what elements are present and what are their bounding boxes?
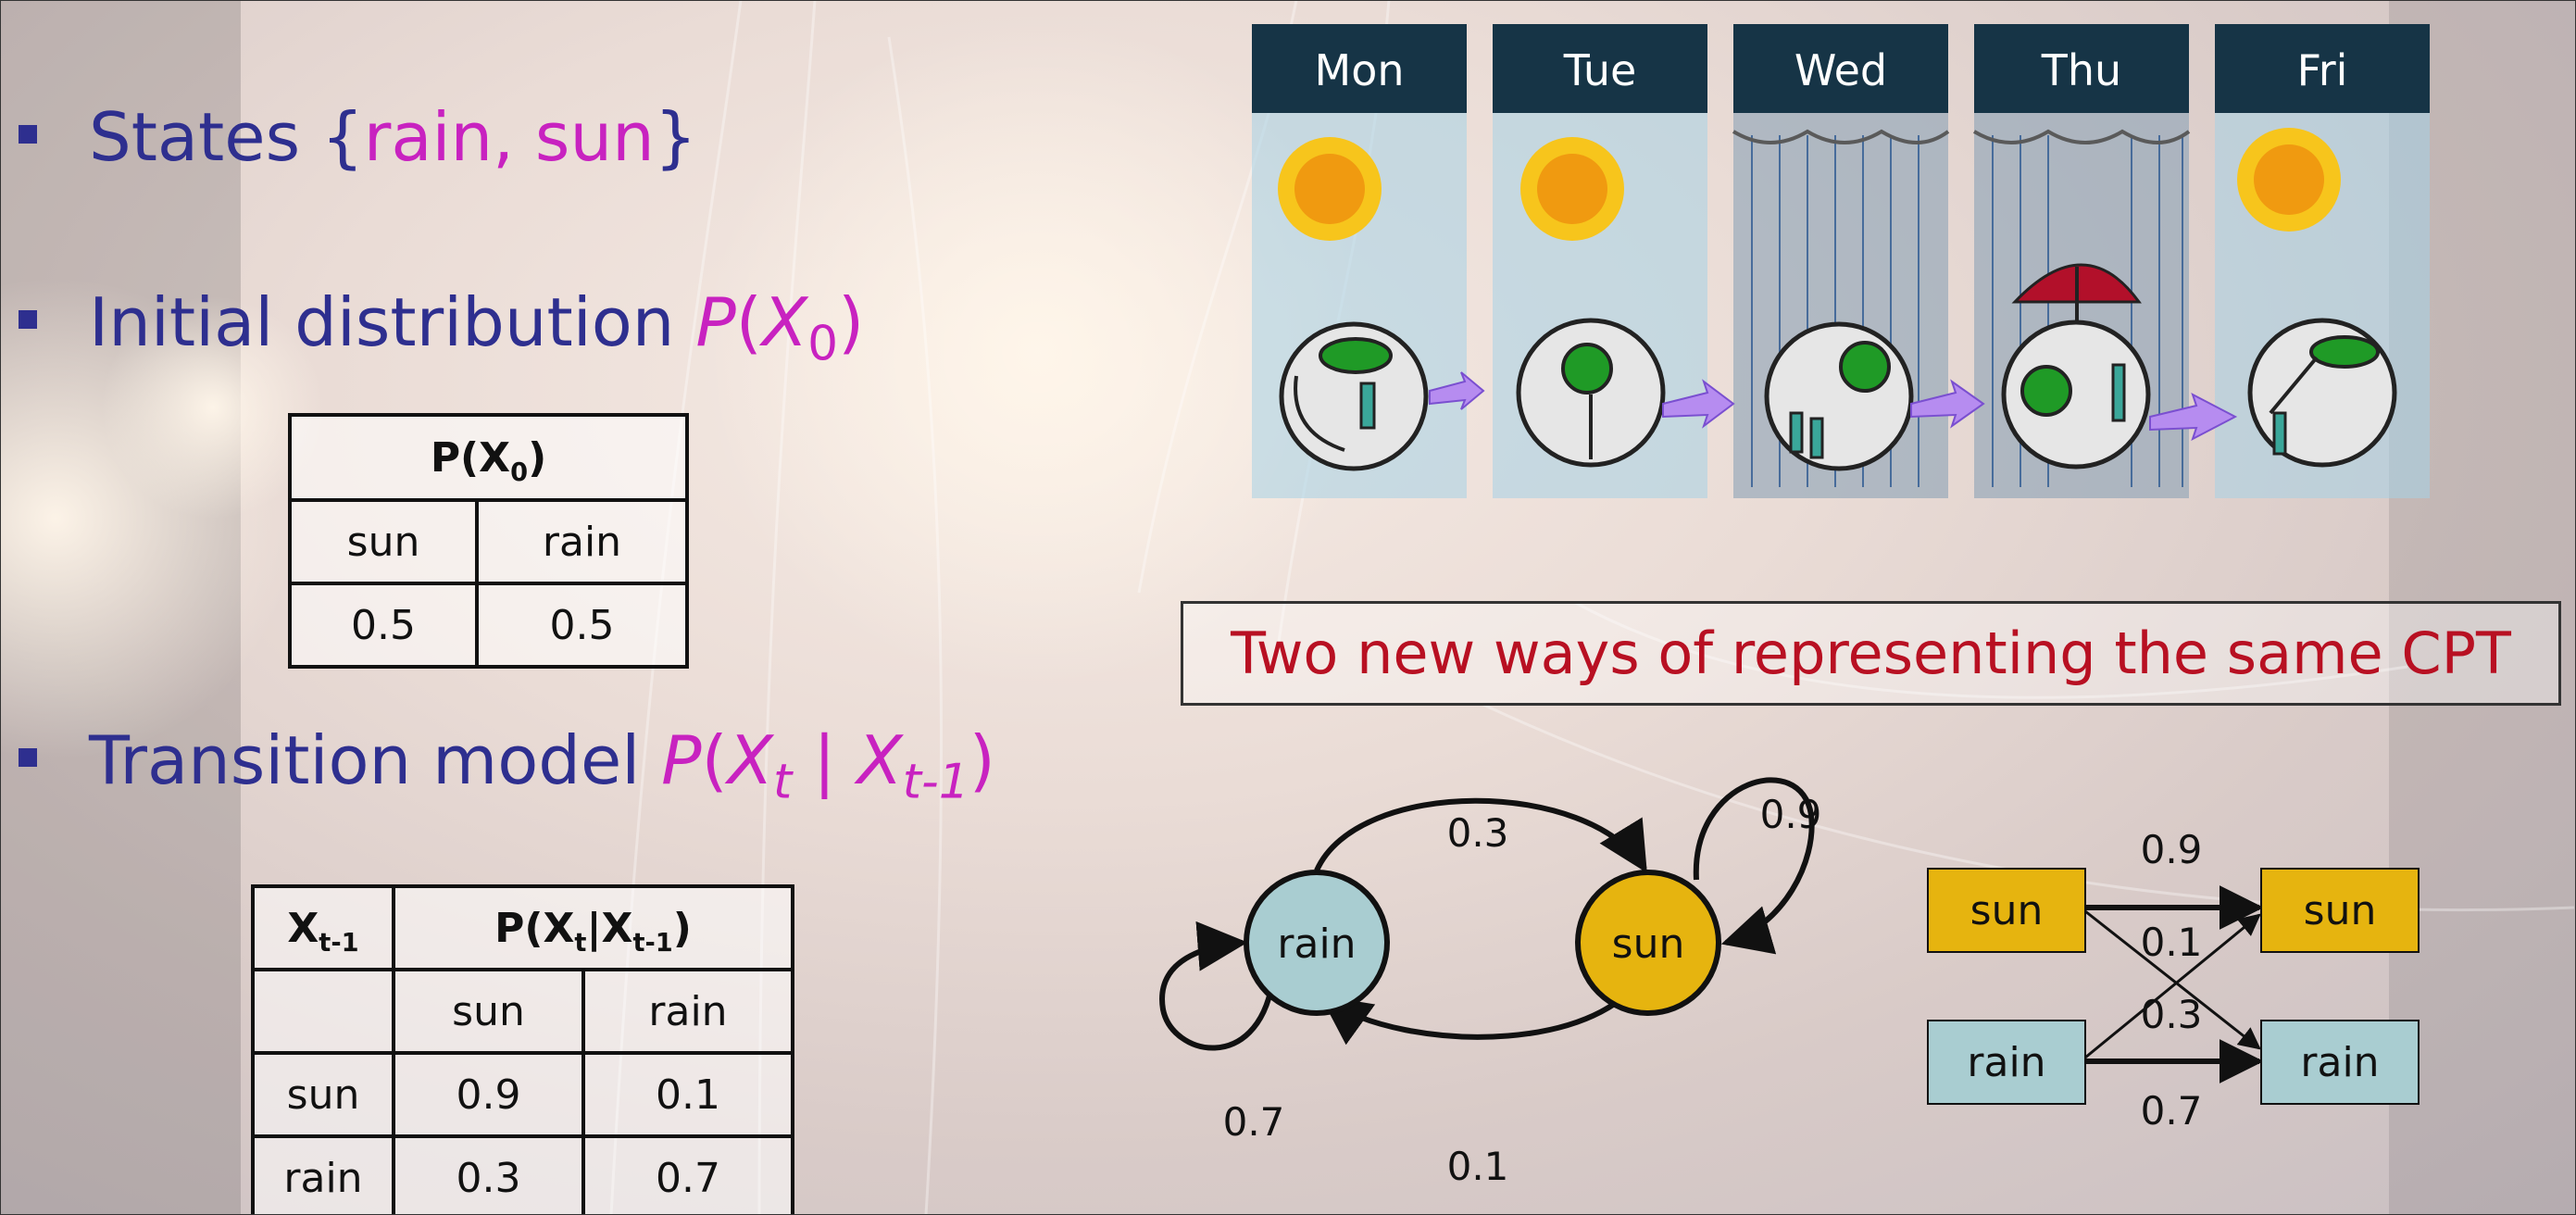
arrow-right-icon [1429,371,1485,410]
weather-day-mon: Mon [1252,24,1467,498]
transition-col-rain: rain [581,968,794,1055]
table-row: rain 0.3 0.7 [251,1134,794,1215]
transition-expression: P(Xt | Xt-1) [661,721,995,810]
day-label: Mon [1315,45,1405,95]
arrow-right-icon [1662,379,1735,429]
edge-rain-sun [2084,913,2261,1059]
umbrella-icon [2011,263,2142,320]
edge-rain-self-loop [1159,921,1275,1051]
state-transition-graph: rain sun 0.3 0.9 0.1 0.7 [1159,777,1822,1189]
cell-value: 0.1 [581,1051,794,1138]
bullet-states-label: States { [89,98,364,176]
day-label: Thu [2041,45,2121,95]
sun-icon [1520,137,1624,241]
trellis-label: 0.7 [2141,1088,2203,1134]
initial-table-header: P(X0) [288,413,689,502]
trellis-right-rain: rain [2260,1020,2420,1105]
cell-value: 0.3 [392,1134,585,1215]
bullet-square-icon [19,748,37,768]
transition-empty-cell [251,968,395,1055]
initial-col-rain: rain [475,498,689,585]
bullet-states-close: } [654,98,697,176]
row-label: sun [251,1051,395,1138]
initial-value-rain: 0.5 [475,582,689,669]
sun-icon [2237,128,2341,232]
row-label: rain [251,1134,395,1215]
bullet-initial-distribution: Initial distribution P(X0) [19,289,864,368]
weather-day-fri: Fri [2215,24,2430,498]
node-sun: sun [1575,870,1721,1016]
initial-value-sun: 0.5 [288,582,479,669]
trellis-left-sun: sun [1927,868,2086,953]
arrow-right-icon [2149,392,2238,442]
trellis-label: 0.1 [2141,920,2203,965]
callout-box: Two new ways of representing the same CP… [1181,601,2561,706]
trellis-label: 0.9 [2141,827,2203,872]
robot-icon [2247,318,2397,468]
weather-day-thu: Thu [1972,24,2191,498]
edge-label: 0.1 [1447,1144,1509,1189]
trellis-left-rain: rain [1927,1020,2086,1105]
bullet-transition-label: Transition model [89,721,662,799]
bullet-square-icon [19,125,37,144]
sun-icon [1278,137,1382,241]
bullet-initial-label: Initial distribution [89,283,696,361]
edge-rain-to-sun [1314,797,1647,873]
node-sun-label: sun [1612,921,1685,968]
robot-icon [1279,321,1429,471]
initial-expression: P(X0) [695,283,865,372]
svg-text:sun: sun [2304,887,2377,934]
svg-text:sun: sun [1970,887,2044,934]
states-values: rain, sun [363,98,655,176]
transition-arrows [1429,371,2238,442]
weather-day-tue: Tue [1493,24,1707,498]
bullet-transition-model: Transition model P(Xt | Xt-1) [19,727,995,806]
initial-distribution-table: P(X0) sun rain 0.5 0.5 [288,413,689,669]
trellis-right-sun: sun [2260,868,2420,953]
weather-day-wed: Wed [1732,24,1950,498]
robot-icon [2001,319,2151,470]
transition-col-sun: sun [392,968,585,1055]
svg-text:rain: rain [2300,1039,2379,1086]
day-label: Tue [1563,45,1637,95]
transition-table-header: P(Xt|Xt-1) [392,884,794,971]
initial-col-sun: sun [288,498,479,585]
day-label: Wed [1794,45,1887,95]
svg-text:rain: rain [1967,1039,2045,1086]
cell-value: 0.9 [392,1051,585,1138]
bullet-states: States {rain, sun} [19,104,697,170]
arrow-right-icon [1910,379,1985,429]
edge-sun-rain [2084,909,2261,1050]
table-row: sun 0.9 0.1 [251,1051,794,1138]
cell-value: 0.7 [581,1134,794,1215]
node-rain-label: rain [1277,921,1356,968]
robot-icon [1516,318,1666,468]
bullet-square-icon [19,310,37,330]
edge-label: 0.7 [1223,1099,1285,1145]
weather-strip: Mon Tue [1252,24,2430,498]
trellis-label: 0.3 [2141,992,2203,1037]
edge-label: 0.3 [1447,810,1509,856]
edge-label: 0.9 [1760,792,1822,837]
transition-trellis: sun rain sun rain 0.9 0.1 0.3 0.7 [1927,827,2420,1134]
transition-row-header: Xt-1 [251,884,395,971]
edge-sun-self-loop [1693,777,1815,955]
day-label: Fri [2297,45,2348,95]
node-rain: rain [1244,870,1390,1016]
robot-icon [1764,321,1914,471]
transition-table: Xt-1 P(Xt|Xt-1) sun rain sun 0.9 0.1 rai… [251,884,794,1215]
